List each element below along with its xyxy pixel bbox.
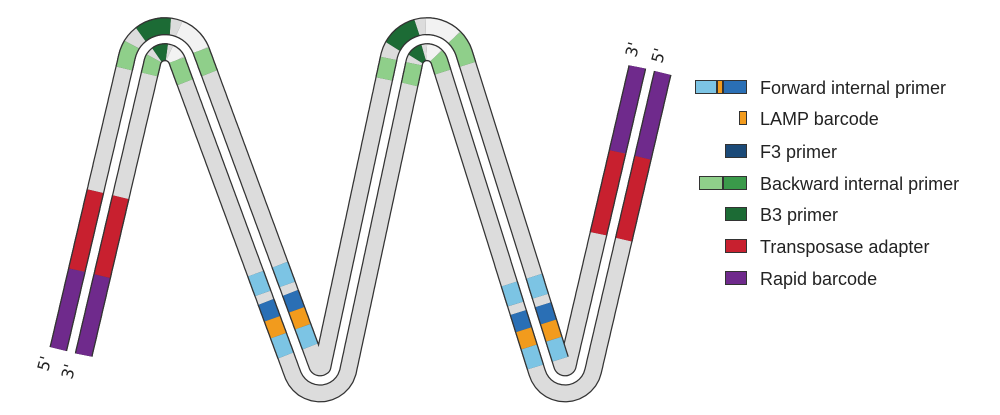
inner-strand-forward-light-2 (501, 279, 524, 309)
legend-label: F3 primer (760, 142, 838, 162)
left-outer-end-label: 5' (34, 354, 56, 373)
lamp-barcode-swatch (739, 111, 747, 125)
outer-strand-backward-light-2 (376, 53, 397, 84)
left-inner-end-label: 3' (58, 362, 80, 381)
transposase-adapter-swatch (725, 239, 747, 253)
inner-strand-forward-light-2b (521, 342, 543, 372)
inner-strand-backward-light-1 (141, 51, 161, 80)
inner-strand-b3-primer-1 (150, 44, 174, 62)
legend-label: Backward internal primer (760, 174, 960, 194)
right-outer-end-label: 5' (648, 46, 670, 65)
outer-strand-backward-light-2b (448, 32, 476, 70)
inner-strand-forward-light-1b (271, 330, 294, 361)
inner-strand-b3-primer-2 (408, 45, 430, 66)
legend-label: Transposase adapter (760, 237, 930, 257)
right-inner-end-label: 3' (622, 40, 644, 59)
rapid-barcode-swatch (725, 271, 747, 285)
outer-strand-backward-light-1 (116, 40, 139, 74)
outer-strand-b3-primer-2 (386, 20, 421, 51)
inner-strand-transposase-adapter-right (616, 152, 651, 245)
inner-strand-forward-dark-2 (510, 307, 532, 335)
inner-strand-gap-1 (163, 45, 185, 67)
outer-strand-gap-2 (422, 18, 460, 44)
legend-label: Forward internal primer (760, 78, 947, 98)
outer-strand-forward-light-1b (295, 321, 318, 352)
inner-strand-rapid-barcode-right (635, 68, 671, 163)
inner-strand-backward-light-1b (169, 54, 193, 88)
legend-label: Rapid barcode (760, 269, 878, 289)
inner-strand-backward-light-2 (402, 59, 422, 90)
outer-strand-forward-dark-2 (535, 299, 556, 327)
outer-strand-forward-light-2b (546, 334, 568, 365)
outer-strand-b3-primer-1 (136, 18, 174, 41)
inner-strand-gap-2 (420, 44, 443, 63)
f3-primer-swatch (725, 144, 747, 158)
outer-strand-transposase-adapter-right (590, 146, 626, 239)
inner-strand-lamp-barcode-1 (265, 313, 286, 341)
outer-strand-lamp-barcode-2 (541, 317, 562, 345)
inner-strand-forward-light-1 (248, 268, 271, 299)
outer-strand-lamp-barcode-1 (289, 304, 311, 332)
legend-label: LAMP barcode (760, 109, 879, 129)
outer-strand-forward-dark-1 (283, 287, 304, 315)
primer-segments (49, 17, 672, 374)
outer-strand-forward-light-1 (272, 259, 295, 290)
outer-strand-forward-light-2 (526, 271, 548, 302)
outer-strand-rapid-barcode-left (50, 265, 85, 354)
outer-strand-backward-light-1b (193, 46, 217, 79)
outer-strand-rapid-barcode-right (610, 62, 645, 157)
inner-strand-lamp-barcode-2 (516, 324, 537, 352)
inner-strand-forward-dark-1 (258, 296, 280, 324)
legend-label: B3 primer (760, 205, 839, 225)
inner-strand-transposase-adapter-left (94, 192, 129, 281)
outer-strand-gap-1 (175, 21, 208, 54)
b3-primer-swatch (725, 207, 747, 221)
double-strand-w-shape (49, 17, 672, 403)
outer-strand-transposase-adapter-left (69, 186, 103, 275)
strand-end-labels: 5' 3' 3' 5' (34, 40, 670, 381)
inner-strand-rapid-barcode-left (76, 271, 110, 360)
inner-strand-backward-light-2b (429, 49, 451, 77)
